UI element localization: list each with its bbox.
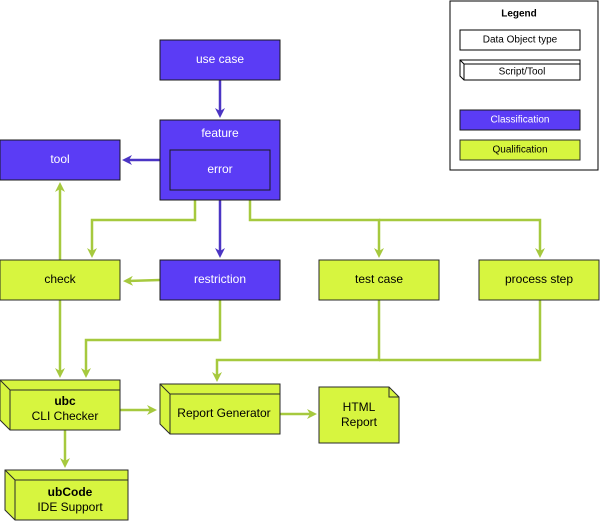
node-report-generator-label: Report Generator [177,406,270,420]
node-tool: tool [0,139,121,181]
arrows [55,80,545,468]
legend-qualification-box [459,139,581,161]
legend-script-tool-label: Script/Tool [499,67,546,78]
node-feature-label: feature [201,126,239,140]
node-ubc-title: ubc [54,394,76,408]
node-ubcode-title: ubCode [48,485,93,499]
legend-qualification-label: Qualification [492,145,547,156]
arrow-restriction-check [123,275,161,286]
arrow-restriction-ubc [81,300,222,378]
node-restriction: restriction [159,259,281,301]
node-tool-label: tool [50,152,69,166]
node-ubc-cli-checker: ubc CLI Checker [0,379,121,431]
node-use-case: use case [159,39,281,81]
node-test-case: test case [318,259,440,301]
node-ubc-subtitle: CLI Checker [32,409,99,423]
node-html-report-line2: Report [341,415,378,429]
node-process-step-label: process step [505,272,573,286]
arrow-error-check [87,190,197,258]
legend-data-object-label: Data Object type [483,35,558,46]
node-ubcode-subtitle: IDE Support [37,500,103,514]
legend-data-object-box [459,29,581,51]
node-use-case-label: use case [196,52,244,66]
node-error: error [169,149,271,191]
node-html-report: HTML Report [318,386,400,444]
node-restriction-label: restriction [194,272,246,286]
arrow-error-testcase [248,190,384,258]
arrow-processstep-report [379,300,542,362]
node-html-report-line1: HTML [343,400,376,414]
node-test-case-label: test case [355,272,403,286]
legend-classification-box [459,109,581,131]
legend-title: Legend [501,9,537,20]
legend-script-tool-box [459,59,581,81]
node-ubcode-ide-support: ubCode IDE Support [4,469,129,521]
node-process-step: process step [478,259,600,301]
arrow-testcase-report [212,300,381,382]
arrow-error-processstep [379,218,545,258]
legend-classification-label: Classification [491,115,550,126]
legend: Legend Data Object type Script/Tool Clas… [449,0,599,171]
node-error-label: error [207,162,232,176]
node-check: check [0,259,121,301]
node-check-label: check [44,272,76,286]
node-report-generator: Report Generator [159,383,281,435]
